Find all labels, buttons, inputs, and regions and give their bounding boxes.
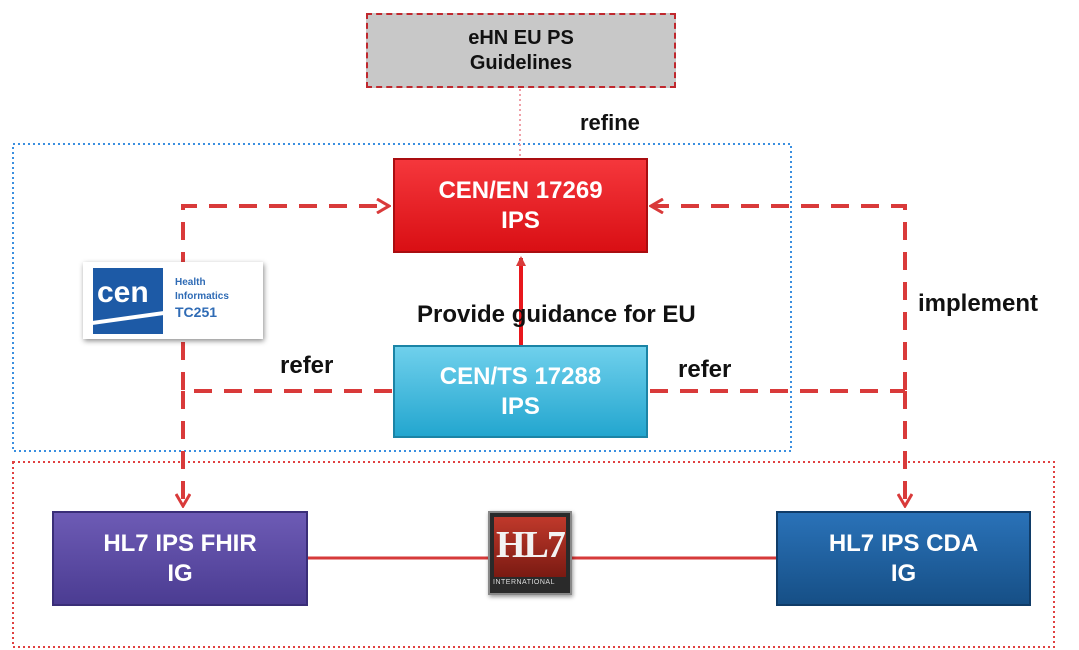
refer-left-label: refer bbox=[280, 352, 334, 379]
hl7-scope-frame bbox=[12, 461, 1055, 648]
cen-logo: cen Health Informatics TC251 bbox=[83, 262, 263, 339]
guidelines-box: eHN EU PS Guidelines bbox=[366, 13, 676, 88]
right-implement-top-arrow bbox=[652, 206, 907, 390]
cen-logo-text: cen bbox=[97, 276, 149, 309]
cda-line1: HL7 IPS CDA bbox=[828, 529, 979, 557]
cen-logo-mark: cen bbox=[93, 268, 163, 334]
fhir-box: HL7 IPS FHIR IG bbox=[52, 511, 308, 606]
cen-logo-line3: TC251 bbox=[175, 304, 218, 320]
ts17288-line1: CEN/TS 17288 bbox=[439, 362, 602, 390]
en17269-line2: IPS bbox=[501, 206, 540, 234]
cen-logo-line1: Health bbox=[175, 277, 206, 288]
en17269-line1: CEN/EN 17269 bbox=[438, 176, 603, 204]
fhir-line1: HL7 IPS FHIR bbox=[103, 529, 257, 557]
cen-logo-line2: Informatics bbox=[175, 290, 229, 302]
refer-right-label: refer bbox=[678, 356, 732, 383]
hl7-logo: HL7 INTERNATIONAL bbox=[488, 511, 572, 595]
en17269-box: CEN/EN 17269 IPS bbox=[393, 158, 648, 253]
implement-label: implement bbox=[918, 290, 1039, 317]
ts17288-box: CEN/TS 17288 IPS bbox=[393, 345, 648, 438]
cen-scope-frame bbox=[12, 143, 792, 452]
hl7-logo-mark: HL7 bbox=[496, 524, 566, 566]
guidelines-line1: eHN EU PS bbox=[468, 26, 574, 49]
hl7-logo-sub: INTERNATIONAL bbox=[493, 579, 555, 586]
cda-box: HL7 IPS CDA IG bbox=[776, 511, 1031, 606]
guidelines-line2: Guidelines bbox=[469, 51, 573, 74]
provide-guidance-label: Provide guidance for EU bbox=[417, 301, 696, 328]
cda-line2: IG bbox=[890, 559, 917, 587]
ts17288-line2: IPS bbox=[501, 392, 540, 420]
fhir-line2: IG bbox=[167, 559, 193, 587]
refine-label: refine bbox=[580, 110, 640, 135]
